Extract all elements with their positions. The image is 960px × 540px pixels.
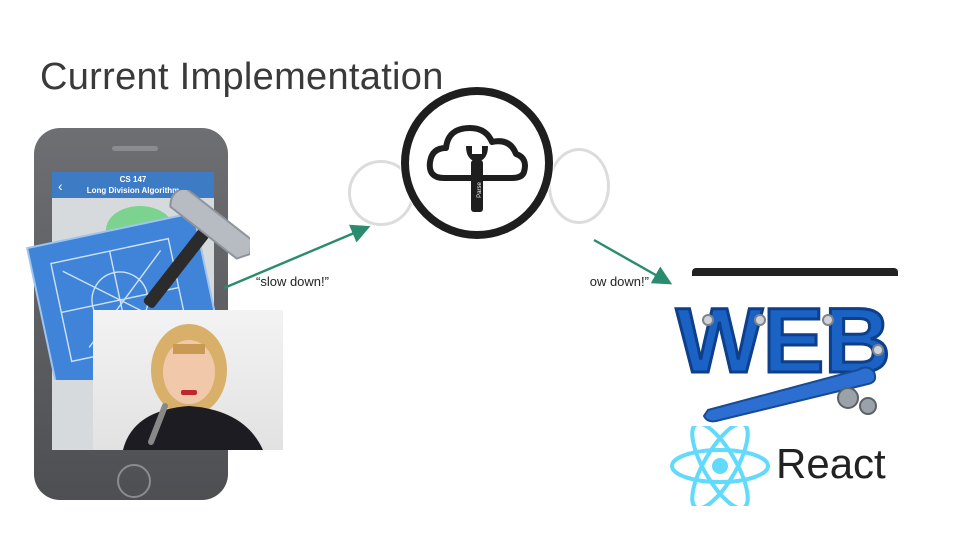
phone-course-label: CS 147 [119,175,147,184]
server-glow-right [548,148,610,224]
slide-title: Current Implementation [40,56,444,98]
react-logo-icon [670,426,770,506]
react-label: React [776,440,886,487]
message-caption-right-clip: “slow down!” [590,274,690,289]
phone-speaker [112,146,158,151]
web-logo-letters: WEB [676,290,891,392]
phone-home-button [117,464,151,498]
parse-server-icon: Parse [401,87,553,239]
singer-photo [93,310,283,450]
web-logo-icon: WEB [675,289,892,423]
parse-label: Parse [477,182,483,198]
message-caption-right: “slow down!” [590,274,649,289]
laptop-frame [692,268,898,456]
phone-back-chevron-icon: ‹ [58,178,63,194]
hammer-icon [143,190,250,308]
arrow-phone-to-server [223,224,371,290]
message-caption-left: “slow down!” [256,274,329,289]
phone-screen-title: Long Division Algorithm [86,186,180,195]
singer-figure [123,324,263,450]
arrow-server-to-web [593,238,673,285]
